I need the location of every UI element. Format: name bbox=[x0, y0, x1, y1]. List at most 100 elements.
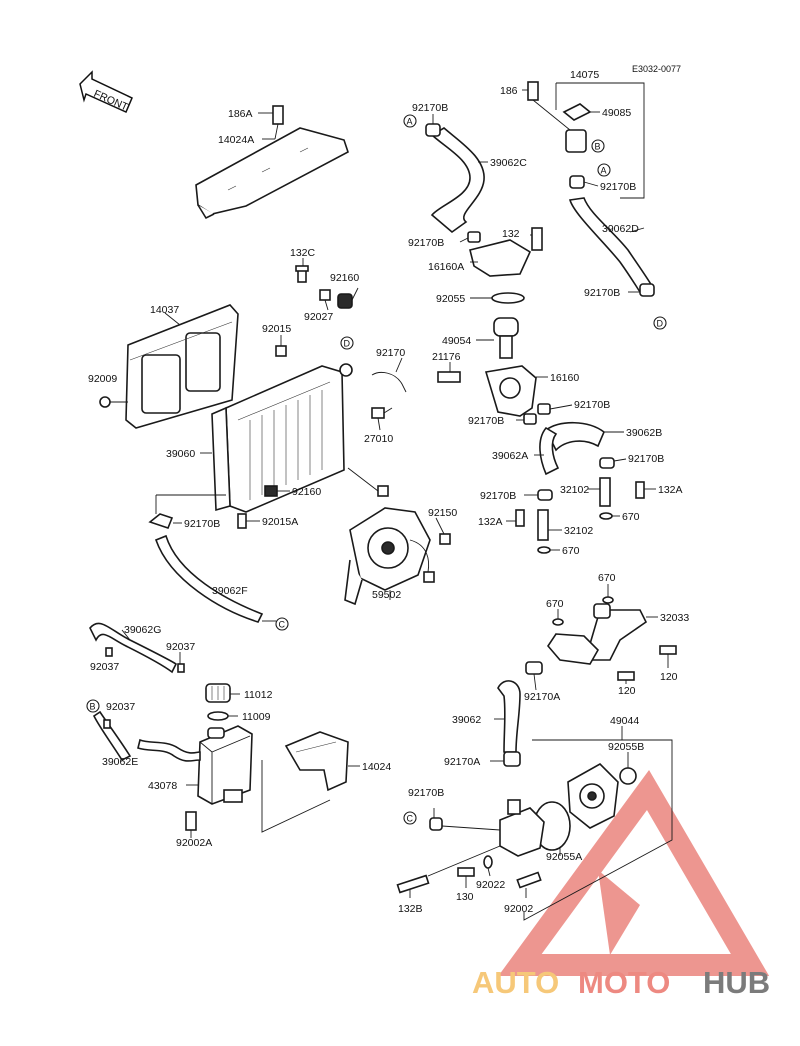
label-92160-low: 92160 bbox=[292, 486, 321, 498]
label-49054: 49054 bbox=[442, 335, 471, 347]
part-39062E-hose bbox=[92, 710, 132, 762]
part-92170B-clamp-a bbox=[537, 403, 551, 415]
part-132A-bolt-left bbox=[515, 509, 525, 527]
part-39062E-hose-upper bbox=[137, 738, 201, 762]
part-21176-sensor bbox=[437, 371, 461, 383]
part-43078-reservoir-tank bbox=[197, 725, 253, 805]
label-92170B-rad: 92170B bbox=[184, 518, 220, 530]
label-132: 132 bbox=[502, 228, 520, 240]
label-92022: 92022 bbox=[476, 879, 505, 891]
label-59502: 59502 bbox=[372, 589, 401, 601]
svg-text:C: C bbox=[279, 620, 286, 630]
label-670-a: 670 bbox=[622, 511, 640, 523]
part-39062C-hose bbox=[430, 127, 485, 234]
part-92170B-clamp-rad bbox=[148, 513, 174, 529]
part-11009-gasket bbox=[207, 711, 229, 721]
label-92170B-pump: 92170B bbox=[408, 787, 444, 799]
label-14075: 14075 bbox=[570, 69, 599, 81]
label-92037-a: 92037 bbox=[166, 641, 195, 653]
part-92170-clamp bbox=[371, 372, 407, 393]
part-39062B-hose bbox=[544, 421, 605, 452]
label-670-d: 670 bbox=[546, 598, 564, 610]
label-39060: 39060 bbox=[166, 448, 195, 460]
label-92160-top: 92160 bbox=[330, 272, 359, 284]
part-92009-bolt bbox=[99, 396, 111, 408]
label-92037-b: 92037 bbox=[90, 661, 119, 673]
label-16160: 16160 bbox=[550, 372, 579, 384]
label-39062D: 39062D bbox=[602, 223, 639, 235]
label-92002A: 92002A bbox=[176, 837, 212, 849]
part-92170B-clamp-top bbox=[425, 123, 441, 137]
watermark-auto: AUTO bbox=[472, 965, 559, 1000]
label-39062F: 39062F bbox=[212, 585, 248, 597]
part-670-oring-a bbox=[599, 512, 613, 520]
label-14024A: 14024A bbox=[218, 134, 254, 146]
part-92170A-clamp-lower bbox=[503, 751, 521, 767]
label-92170A-lower: 92170A bbox=[444, 756, 480, 768]
ref-circle-d-right: D bbox=[653, 316, 667, 330]
part-92055B-oring bbox=[619, 767, 637, 785]
svg-text:C: C bbox=[407, 814, 414, 824]
label-39062B: 39062B bbox=[626, 427, 662, 439]
label-49044: 49044 bbox=[610, 715, 639, 727]
label-92037-c: 92037 bbox=[106, 701, 135, 713]
label-21176: 21176 bbox=[432, 351, 461, 363]
label-120-lower: 120 bbox=[618, 685, 636, 697]
part-49085-cap bbox=[562, 103, 592, 121]
label-14024: 14024 bbox=[362, 761, 391, 773]
part-32033-pipe bbox=[589, 603, 648, 661]
label-92015A: 92015A bbox=[262, 516, 298, 528]
label-92170B-c: 92170B bbox=[408, 237, 444, 249]
part-132C-bolt bbox=[295, 265, 309, 283]
label-92170B-cap: 92170B bbox=[600, 181, 636, 193]
part-92055-oring bbox=[491, 292, 525, 304]
svg-text:D: D bbox=[657, 319, 664, 329]
leader-14024-group bbox=[261, 760, 331, 833]
watermark-logo-inner bbox=[598, 870, 640, 955]
label-186: 186 bbox=[500, 85, 518, 97]
part-92015A-bracket bbox=[237, 513, 247, 529]
label-132C: 132C bbox=[290, 247, 316, 259]
label-92150: 92150 bbox=[428, 507, 457, 519]
part-186-bolt bbox=[527, 81, 539, 101]
svg-text:A: A bbox=[407, 117, 413, 127]
label-92170B-top: 92170B bbox=[412, 102, 448, 114]
label-39062E: 39062E bbox=[102, 756, 138, 768]
part-39062A-hose bbox=[539, 426, 560, 476]
label-39062: 39062 bbox=[452, 714, 481, 726]
label-39062G: 39062G bbox=[124, 624, 161, 636]
label-39062C: 39062C bbox=[490, 157, 527, 169]
ref-circle-b-top: B bbox=[591, 139, 605, 153]
label-11009: 11009 bbox=[242, 711, 271, 723]
part-92002-bolt bbox=[516, 871, 542, 889]
part-92027-collar bbox=[319, 289, 331, 301]
label-92170B-right: 92170B bbox=[584, 287, 620, 299]
part-670-oring-b bbox=[537, 546, 551, 554]
part-32102-pipe-upper bbox=[599, 477, 611, 507]
part-92170B-clamp-c bbox=[599, 457, 615, 469]
part-49054-thermostat bbox=[493, 317, 519, 359]
label-92002: 92002 bbox=[504, 903, 533, 915]
part-27010-fan-switch bbox=[371, 407, 393, 419]
label-32033: 32033 bbox=[660, 612, 689, 624]
part-14024A-cover bbox=[195, 105, 349, 220]
part-92170B-clamp-pump bbox=[429, 817, 443, 831]
label-27010: 27010 bbox=[364, 433, 393, 445]
label-120-right: 120 bbox=[660, 671, 678, 683]
part-120-bolt-lower bbox=[617, 671, 635, 681]
group-14075-bracket bbox=[556, 82, 645, 199]
part-49044-pump-cover bbox=[567, 763, 619, 829]
part-43078-bracket bbox=[223, 789, 243, 803]
label-92009: 92009 bbox=[88, 373, 117, 385]
label-92055: 92055 bbox=[436, 293, 465, 305]
watermark: AUTO MOTO HUB bbox=[472, 769, 770, 1000]
ref-circle-c-mid: C bbox=[275, 617, 289, 631]
part-92037-clip-a bbox=[105, 647, 113, 657]
part-16160A-housing bbox=[467, 231, 532, 277]
ref-circle-d-left: D bbox=[340, 336, 354, 350]
part-water-pump-body bbox=[499, 799, 545, 857]
part-92015-nut bbox=[275, 345, 287, 357]
part-92037-clip-b bbox=[177, 663, 185, 673]
part-32102-pipe-lower bbox=[537, 509, 549, 541]
label-32102-lower: 32102 bbox=[564, 525, 593, 537]
